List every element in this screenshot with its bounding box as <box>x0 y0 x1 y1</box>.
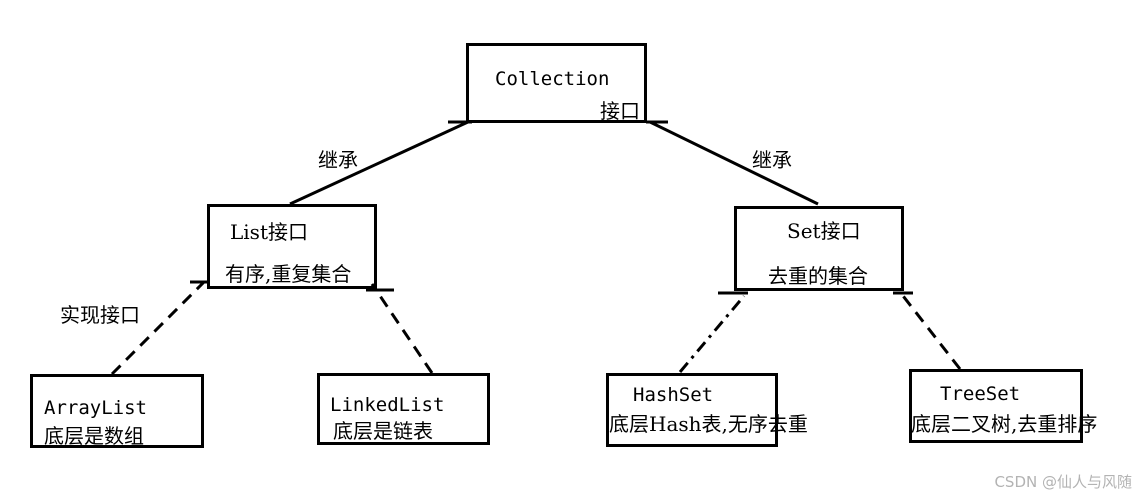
node-set-desc: 去重的集合 <box>768 264 868 288</box>
node-treeset <box>909 369 1083 443</box>
node-arraylist-name: ArrayList <box>44 397 147 419</box>
watermark: CSDN @仙人与风随 <box>994 473 1132 491</box>
node-hashset <box>606 373 778 447</box>
edge-hashset-set <box>678 295 746 373</box>
node-set-name: Set接口 <box>787 219 861 243</box>
node-treeset-name: TreeSet <box>940 383 1021 405</box>
edge-set-collection <box>649 120 819 206</box>
node-arraylist-desc: 底层是数组 <box>44 424 144 448</box>
node-collection <box>466 43 647 123</box>
edge-label-inherit-left: 继承 <box>318 148 358 172</box>
node-collection-name: Collection <box>495 68 610 90</box>
node-linkedlist <box>317 373 490 445</box>
edge-list-collection <box>289 120 469 206</box>
node-list <box>207 204 377 289</box>
edge-arraylist-list <box>110 280 206 376</box>
edge-label-implement: 实现接口 <box>60 303 140 327</box>
node-linkedlist-name: LinkedList <box>330 394 445 416</box>
node-treeset-desc: 底层二叉树,去重排序 <box>911 412 1098 436</box>
edge-treeset-set <box>898 291 962 370</box>
node-hashset-name: HashSet <box>633 384 714 406</box>
node-set <box>734 206 904 291</box>
node-list-desc: 有序,重复集合 <box>225 262 352 286</box>
node-arraylist <box>30 374 204 448</box>
edge-label-inherit-right: 继承 <box>752 148 792 172</box>
node-linkedlist-desc: 底层是链表 <box>333 419 433 443</box>
edge-linkedlist-list <box>370 283 434 374</box>
node-list-name: List接口 <box>230 220 308 244</box>
node-hashset-desc: 底层Hash表,无序去重 <box>609 412 808 436</box>
node-collection-desc: 接口 <box>600 99 640 123</box>
